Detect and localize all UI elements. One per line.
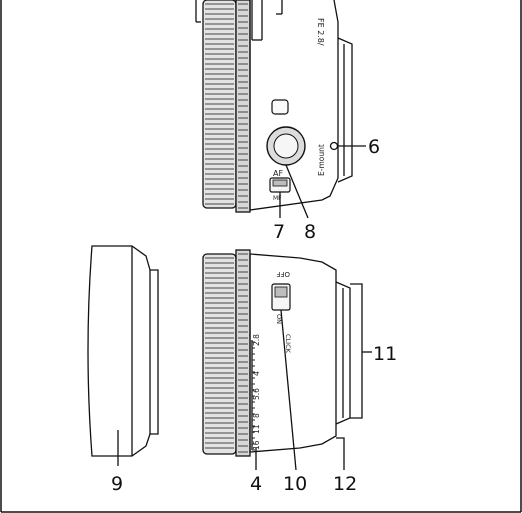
aperture-ring-bottom xyxy=(235,249,251,457)
aperture-value: 4 xyxy=(252,371,261,376)
af-label: AF xyxy=(273,169,283,178)
lens-barrel-bottom xyxy=(249,253,337,453)
aperture-value: 16 xyxy=(252,440,261,450)
on-label: ON xyxy=(275,314,283,324)
callout-7: 7 xyxy=(273,221,285,243)
lens-mount-bottom xyxy=(335,281,351,425)
focus-ring-ribs-top xyxy=(205,3,234,205)
bottom-lens-side-view: 2.8 4 5.6 8 11 16 OFF CLICK ON xyxy=(202,249,372,471)
aperture-scale xyxy=(251,340,255,451)
aperture-value: 5.6 xyxy=(252,388,261,400)
off-label: OFF xyxy=(276,270,290,278)
focus-mode-switch: AF MF xyxy=(269,169,291,202)
callout-6: 6 xyxy=(368,136,380,158)
focus-ring-bottom xyxy=(202,253,237,455)
click-label: CLICK xyxy=(284,334,292,354)
callout-8: 8 xyxy=(304,221,316,243)
lens-model-text: FE 2.8/ xyxy=(316,18,325,46)
lens-mount-top xyxy=(337,37,353,183)
lens-barrel-top xyxy=(249,0,339,211)
aperture-value: 11 xyxy=(252,424,261,434)
callout-11: 11 xyxy=(373,343,397,365)
callout-4: 4 xyxy=(250,473,262,495)
callout-10: 10 xyxy=(283,473,307,495)
aperture-value: 8 xyxy=(252,413,261,418)
focus-ring-ribs-bottom xyxy=(205,257,234,449)
aperture-ring-ribs-top xyxy=(238,3,248,209)
hold-button-small xyxy=(271,99,289,115)
iris-click-switch: OFF CLICK ON xyxy=(271,270,292,354)
callout-9: 9 xyxy=(111,473,123,495)
mount-index-dot xyxy=(329,141,339,151)
callout-12: 12 xyxy=(333,473,357,495)
mf-label: MF xyxy=(273,195,282,202)
aperture-ring-ribs-bottom xyxy=(238,253,248,453)
e-mount-text: E-mount xyxy=(317,144,326,176)
aperture-value: 2.8 xyxy=(252,334,261,346)
lens-hood xyxy=(87,245,159,466)
top-lens-side-view: FE 2.8/ E-mount AF MF xyxy=(195,0,366,219)
